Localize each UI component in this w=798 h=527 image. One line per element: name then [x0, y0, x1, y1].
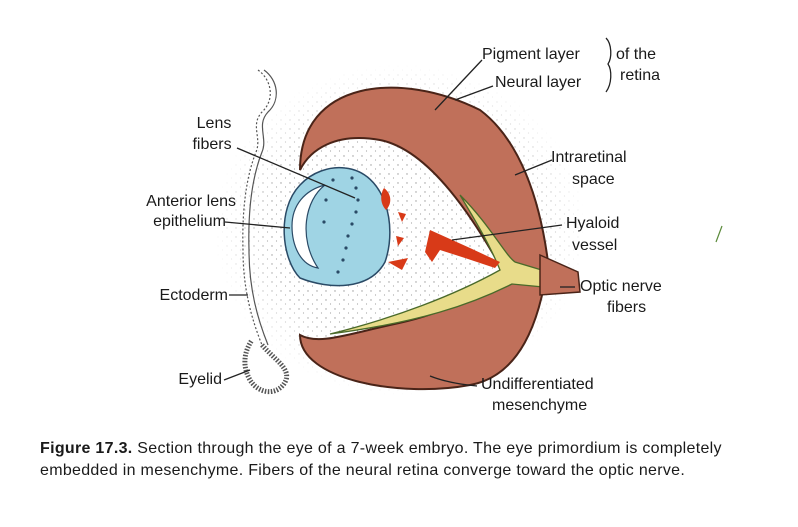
label-intraretinal-2: space [572, 171, 615, 188]
figure-number: Figure 17.3. [40, 440, 133, 457]
label-of-the: of the [616, 46, 656, 63]
labels: Pigment layer Neural layer of the retina… [146, 46, 662, 414]
ectoderm [242, 69, 290, 395]
label-anterior-2: epithelium [153, 213, 226, 230]
label-hyaloid-2: vessel [572, 237, 617, 254]
hyaloid-vessel [381, 188, 500, 270]
leader-lines [223, 37, 612, 387]
lens [283, 166, 391, 287]
label-ectoderm: Ectoderm [160, 287, 228, 304]
label-undiff-2: mesenchyme [492, 397, 587, 414]
label-eyelid: Eyelid [178, 371, 222, 388]
label-intraretinal-1: Intraretinal [551, 149, 627, 166]
label-optic-1: Optic nerve [580, 278, 662, 295]
label-lens-1: Lens [197, 115, 232, 132]
label-optic-2: fibers [607, 299, 646, 316]
label-retina: retina [620, 67, 660, 84]
caption-text: Section through the eye of a 7-week embr… [40, 440, 722, 479]
label-hyaloid-1: Hyaloid [566, 215, 619, 232]
label-neural-layer: Neural layer [495, 74, 582, 91]
label-anterior-1: Anterior lens [146, 193, 236, 210]
retina-cup [298, 86, 550, 391]
label-pigment-layer: Pigment layer [482, 46, 580, 63]
optic-nerve [539, 253, 581, 296]
label-undiff-1: Undifferentiated [481, 376, 594, 393]
figure-caption: Figure 17.3. Section through the eye of … [40, 438, 780, 482]
stray-mark [715, 225, 723, 243]
eye-diagram: Pigment layer Neural layer of the retina… [146, 37, 723, 414]
eyelid [242, 338, 290, 395]
label-lens-2: fibers [192, 136, 231, 153]
